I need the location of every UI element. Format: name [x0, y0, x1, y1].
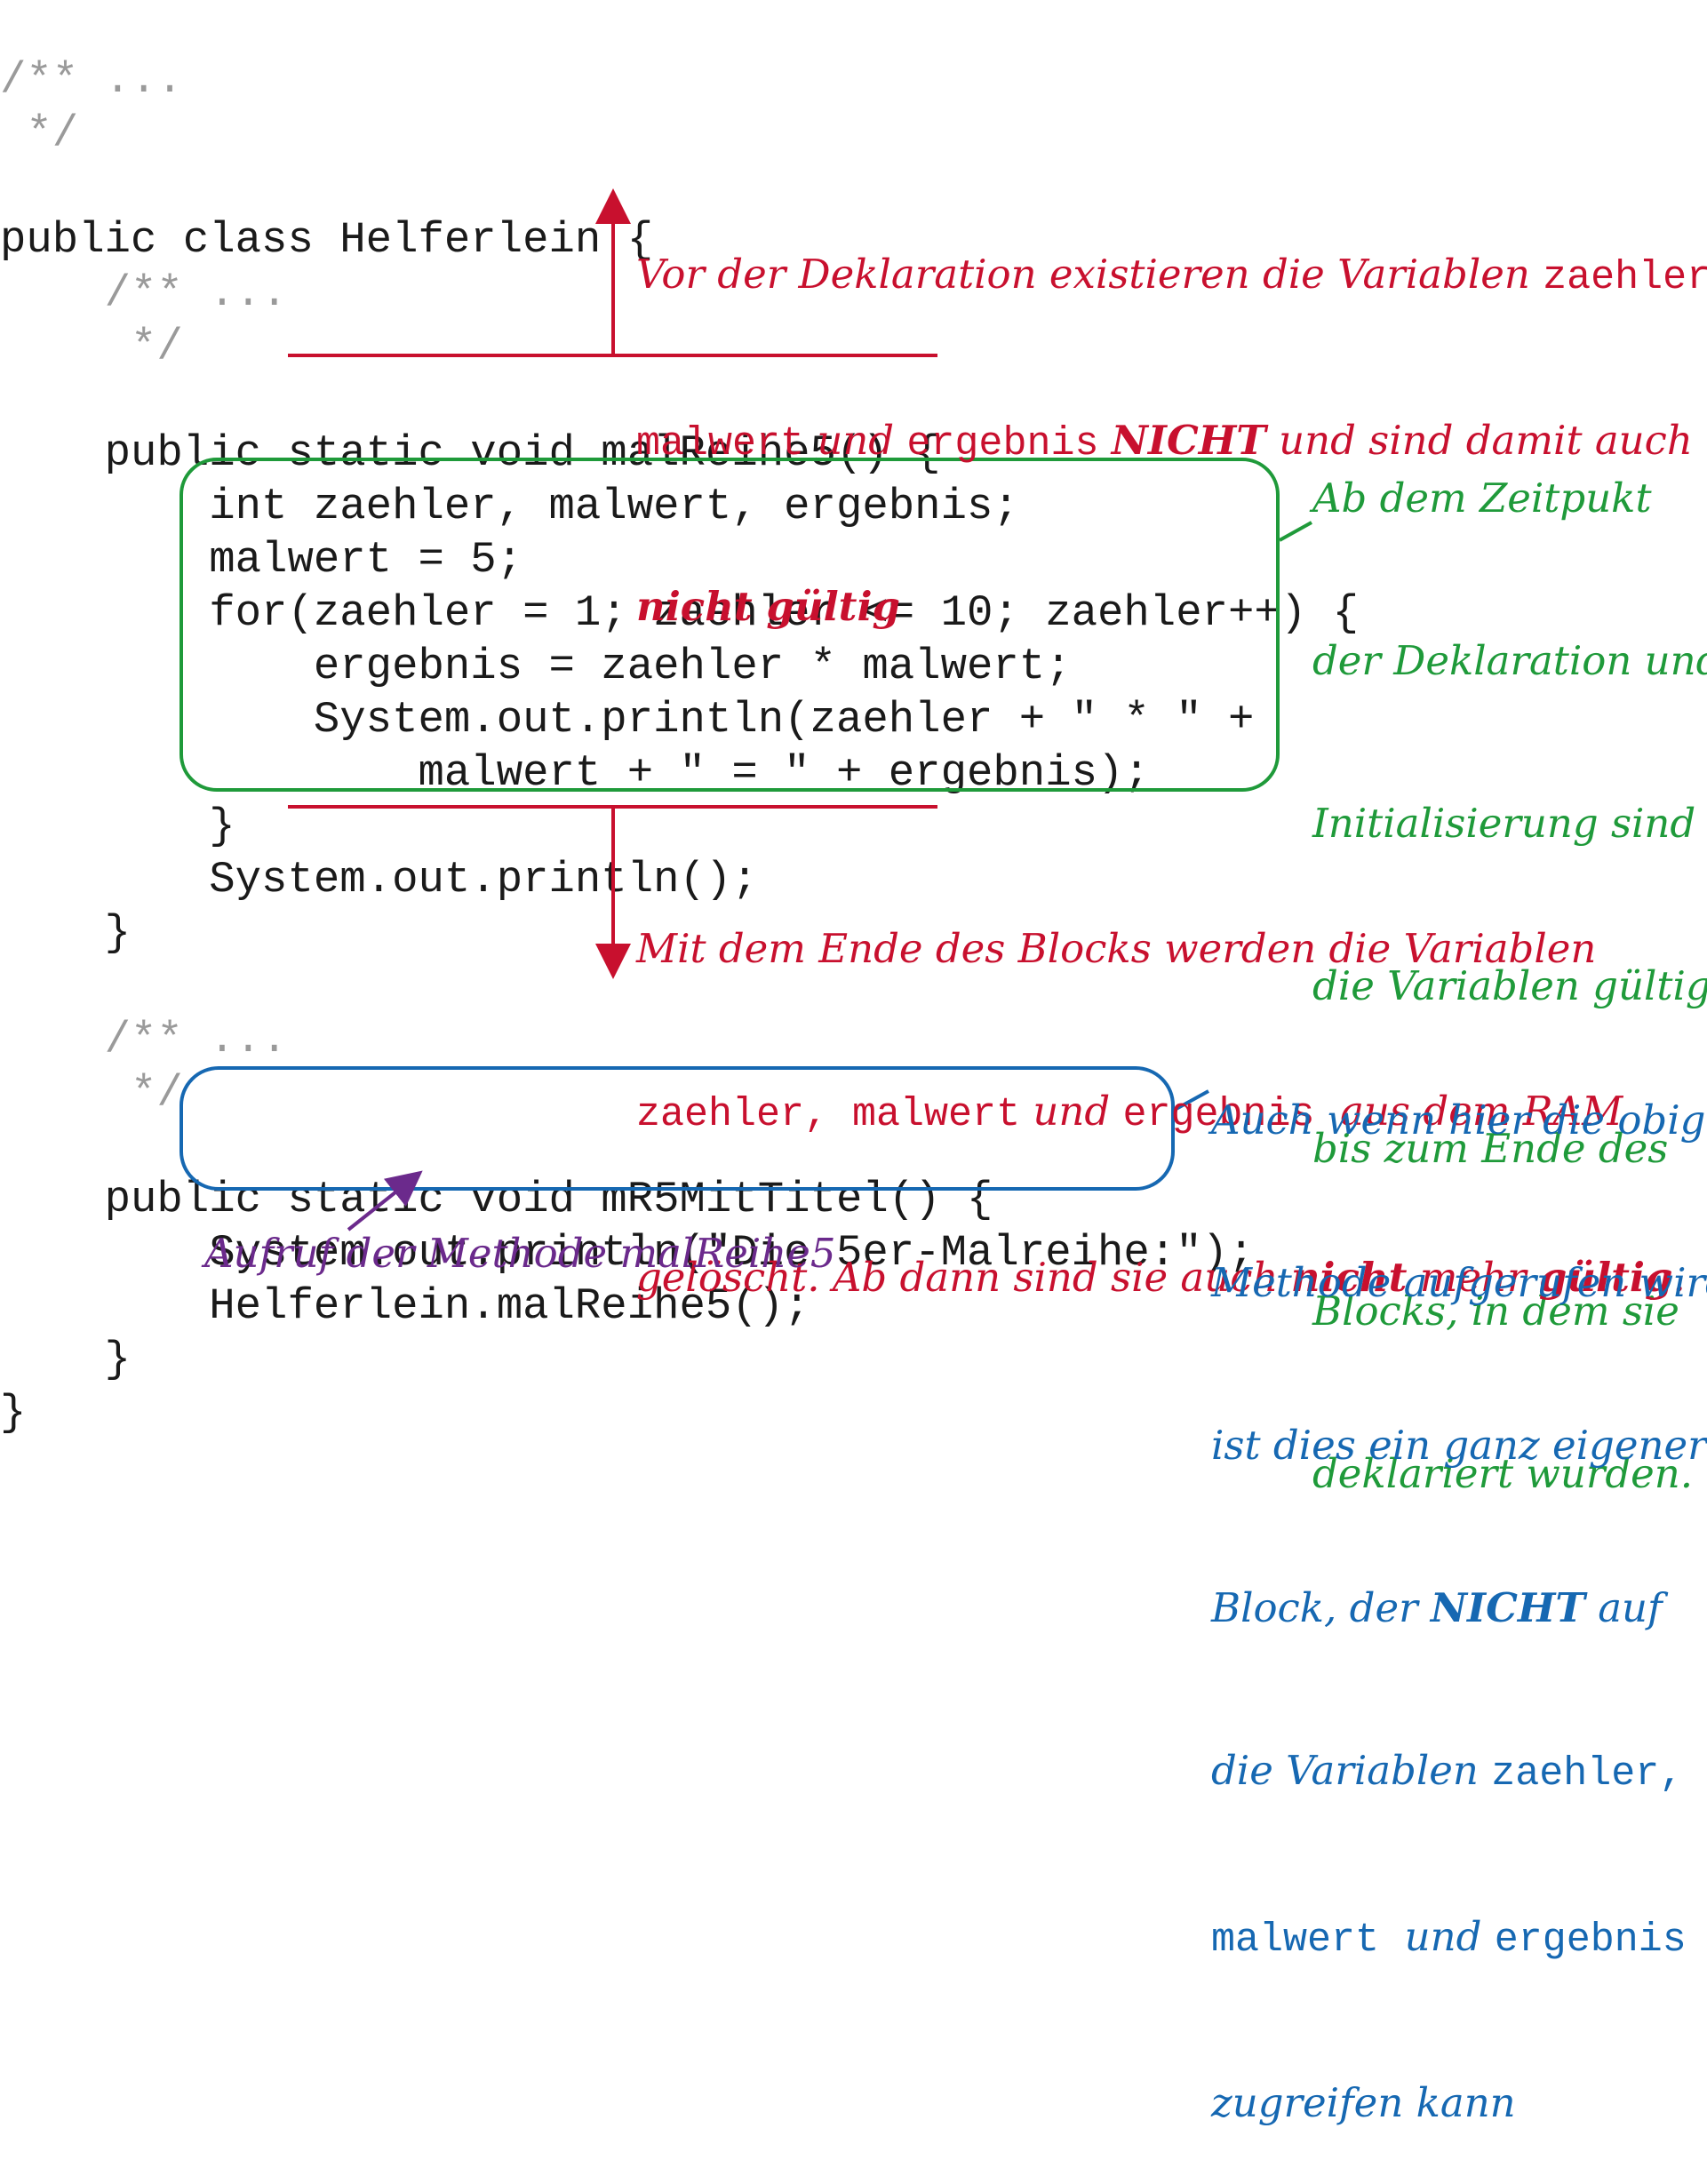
note-text: und [804, 417, 907, 464]
note-before-declaration: Vor der Deklaration existieren die Varia… [636, 139, 1707, 688]
note-bold: NICHT [1111, 417, 1266, 464]
code-line: System.out.println("Die 5er-Malreihe:"); [0, 1228, 1255, 1278]
note-bold: NICHT [1430, 1584, 1585, 1631]
code-line: int zaehler, malwert, ergebnis; [0, 482, 1019, 531]
note-bold: gültig [1538, 1254, 1673, 1301]
own-block-connector [1172, 1089, 1209, 1112]
note-method-call: Aufruf der Methode malReihe5 [204, 1230, 836, 1277]
code-line: } [0, 908, 132, 958]
note-line: Initialisierung sind [1312, 800, 1696, 847]
validity-block-box [179, 458, 1280, 792]
code-line: */ [0, 322, 183, 371]
note-text: und [1020, 1088, 1123, 1135]
note-text: die Variablen [1211, 1747, 1492, 1794]
code-line: ergebnis = zaehler * malwert; [0, 642, 1072, 691]
note-text: gelöscht. Ab dann sind sie auch [636, 1254, 1291, 1301]
note-line: Auch wenn hier die obige [1211, 1096, 1707, 1144]
note-text: aus dem RAM [1314, 1088, 1623, 1135]
note-text: . [1672, 1254, 1686, 1301]
code-line: Helferlein.malReihe5(); [0, 1281, 810, 1331]
code-line: /** ... [0, 55, 183, 105]
code-line: public static void malReihe5() { [0, 428, 941, 478]
note-own-block: Auch wenn hier die obige Methode aufgeru… [1211, 984, 1707, 2184]
note-line: Methode aufgerufen wird, [1211, 1259, 1707, 1306]
annotation-overlay [179, 188, 1312, 1231]
note-end-of-block: Mit dem Ende des Blocks werden die Varia… [636, 813, 1686, 1359]
note-line: der Deklaration und [1312, 637, 1707, 684]
note-code: malwert [1211, 1917, 1380, 1963]
code-line: malwert = 5; [0, 535, 523, 585]
code-line: /** ... [0, 1015, 288, 1064]
note-text: Mit dem Ende des Blocks werden die Varia… [636, 925, 1597, 972]
note-bold: nicht gültig [636, 583, 901, 630]
note-line: die Variablen gültig [1312, 962, 1707, 1009]
note-line: bis zum Ende des [1312, 1125, 1669, 1172]
own-block-box [179, 1066, 1175, 1191]
note-line: Blocks, in dem sie [1312, 1287, 1679, 1335]
note-code: zaehler, [1491, 1751, 1684, 1797]
validity-connector [1279, 521, 1312, 542]
note-text: und [1379, 1913, 1495, 1960]
note-code: zaehler, [1543, 255, 1707, 300]
code-line: /** ... [0, 268, 288, 318]
code-line: } [0, 801, 235, 851]
note-text: mehr [1407, 1254, 1539, 1301]
method-call-arrow [347, 1170, 423, 1231]
note-code: ergebnis [906, 421, 1099, 466]
note-code: ergebnis [1122, 1092, 1315, 1137]
note-line: zugreifen kann [1211, 2079, 1516, 2126]
code-line: System.out.println(zaehler + " * " + [0, 695, 1255, 745]
note-line: Ab dem Zeitpukt [1312, 474, 1652, 522]
code-line: for(zaehler = 1; zaehler <= 10; zaehler+… [0, 588, 1360, 638]
note-text: und sind damit auch [1265, 417, 1693, 464]
note-code: zaehler, malwert [636, 1092, 1021, 1137]
code-line: */ [0, 108, 79, 158]
code-line: System.out.println(); [0, 855, 758, 905]
note-code: malwert [636, 421, 805, 466]
code-line: public class Helferlein { [0, 215, 654, 265]
note-text: auf [1584, 1584, 1663, 1631]
note-text: Vor der Deklaration existieren die Varia… [636, 251, 1543, 298]
note-line: ist dies ein ganz eigener [1211, 1422, 1707, 1469]
note-text: Block, der [1211, 1584, 1431, 1631]
note-code: ergebnis [1494, 1917, 1687, 1963]
note-bold: nicht [1290, 1254, 1408, 1301]
code-line: */ [0, 1068, 183, 1118]
code-line: public static void mR5MitTitel() { [0, 1175, 993, 1224]
code-line: } [0, 1388, 27, 1438]
